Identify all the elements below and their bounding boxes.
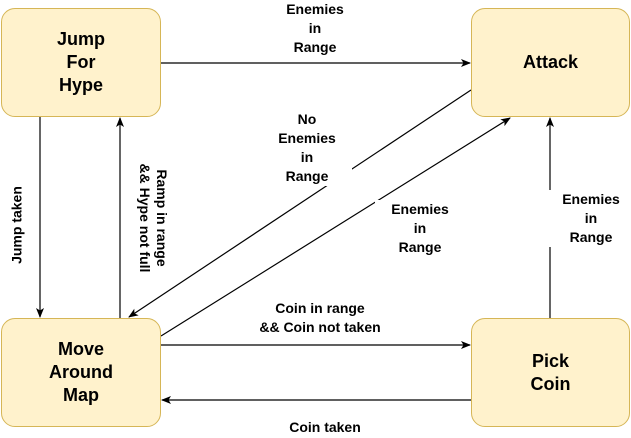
label-jump-to-attack: Enemies in Range <box>270 0 360 57</box>
label-move-to-pick: Coin in range && Coin not taken <box>230 299 410 337</box>
label-move-to-jump: Ramp in range && Hype not full <box>137 163 170 273</box>
label-attack-to-move: No Enemies in Range <box>262 110 352 186</box>
node-move-around-map[interactable]: Move Around Map <box>1 318 161 427</box>
label-pick-to-move: Coin taken <box>265 418 385 437</box>
node-jump-for-hype[interactable]: Jump For Hype <box>1 8 161 117</box>
label-pick-to-attack: Enemies in Range <box>546 190 631 247</box>
edge-move-to-attack[interactable] <box>160 117 511 337</box>
edge-attack-to-move[interactable] <box>128 89 472 318</box>
label-jump-to-move: Jump taken <box>8 186 25 264</box>
label-move-to-attack: Enemies in Range <box>375 200 465 257</box>
node-pick-coin[interactable]: Pick Coin <box>471 318 630 427</box>
node-attack[interactable]: Attack <box>471 8 630 117</box>
